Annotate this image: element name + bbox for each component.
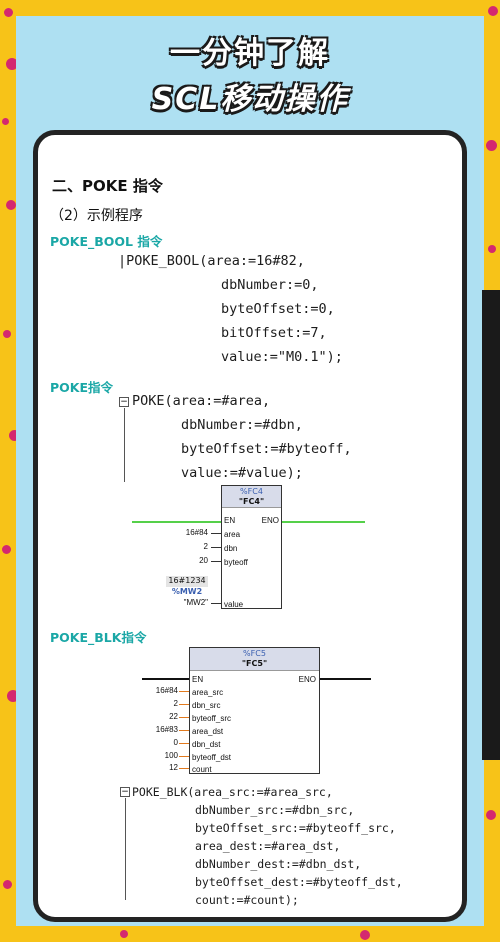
fc5-value: 16#83: [155, 725, 178, 734]
fc5-wire: [179, 730, 189, 731]
poke-label: POKE指令: [50, 380, 114, 395]
subheading: （2）示例程序: [50, 208, 143, 224]
fc5-wire: [179, 756, 189, 757]
poke-blk-code-line: dbNumber_src:=#dbn_src,: [195, 803, 355, 817]
decor-dot: [6, 58, 18, 70]
decor-dot: [488, 245, 496, 253]
fc4-value: "MW2": [183, 598, 208, 607]
poke-blk-code-line: POKE_BLK(area_src:=#area_src,: [132, 785, 333, 799]
fc4-pin: area: [224, 530, 241, 539]
poke-blk-label: POKE_BLK指令: [50, 630, 147, 645]
decor-dot: [3, 880, 12, 889]
power-rail-right: [281, 521, 365, 523]
content-card: 二、POKE 指令 （2）示例程序 POKE_BOOL 指令 |POKE_BOO…: [33, 130, 467, 922]
poke-bool-code-line: dbNumber:=0,: [221, 277, 319, 293]
decor-dot: [6, 200, 16, 210]
decor-dot: [488, 6, 498, 16]
fc4-eno-pin: ENO: [261, 516, 279, 525]
poke-code-line: POKE(area:=#area,: [132, 393, 271, 409]
power-rail-left: [132, 521, 222, 523]
poke-blk-code-line: dbNumber_dest:=#dbn_dst,: [195, 857, 362, 871]
poke-code-line: dbNumber:=#dbn,: [181, 417, 303, 433]
decor-dot: [360, 930, 370, 940]
fc5-instance: %FC5: [243, 649, 266, 658]
fc4-value: 2: [203, 542, 208, 551]
fc5-pin: byteoff_dst: [192, 753, 231, 762]
section-heading: 二、POKE 指令: [52, 177, 163, 195]
fc4-pin: value: [224, 600, 244, 609]
fc5-pin: dbn_dst: [192, 740, 221, 749]
fc5-wire: [179, 704, 189, 705]
decor-dot: [486, 140, 497, 151]
fc4-instance: %FC4: [240, 487, 263, 496]
fc5-value: 12: [169, 763, 178, 772]
title-line-2: SCL移动操作: [151, 82, 349, 117]
rail-left: [142, 678, 190, 680]
fc5-name: "FC5": [241, 659, 268, 668]
poke-code-line: value:=#value);: [181, 465, 303, 481]
fold-guide: [124, 408, 125, 482]
decor-dot: [2, 545, 11, 554]
title-line-1: 一分钟了解: [170, 36, 330, 71]
fold-guide: [125, 798, 126, 900]
fc5-wire: [179, 743, 189, 744]
decor-dot: [9, 430, 20, 441]
fc4-pin: byteoff: [224, 558, 248, 567]
fc4-wire: [211, 603, 221, 604]
fc5-pin: area_src: [192, 688, 224, 697]
fc4-monitor-value: 16#1234: [166, 576, 208, 587]
decor-dot: [486, 810, 496, 820]
poke-code-line: byteOffset:=#byteoff,: [181, 441, 352, 457]
decor-dot: [2, 118, 9, 125]
collapse-icon[interactable]: −: [120, 787, 130, 797]
fc5-value: 0: [173, 738, 178, 747]
fc4-name: "FC4": [238, 497, 265, 506]
fc5-value: 100: [164, 751, 178, 760]
fc5-value: 16#84: [155, 686, 178, 695]
fc4-en-pin: EN: [224, 516, 236, 525]
fc5-wire: [179, 691, 189, 692]
decor-dot: [4, 8, 13, 17]
poke-bool-label: POKE_BOOL 指令: [50, 234, 163, 249]
decor-dot: [120, 930, 128, 938]
fc5-pin: area_dst: [192, 727, 224, 736]
fc4-value-address: %MW2: [171, 587, 203, 596]
fc5-pin: dbn_src: [192, 701, 221, 710]
fc4-wire: [211, 547, 221, 548]
poke-bool-code-line: byteOffset:=0,: [221, 301, 335, 317]
poke-bool-code-line: value:="M0.1");: [221, 349, 343, 365]
fc4-wire: [211, 533, 221, 534]
fc5-wire: [179, 768, 189, 769]
fc5-wire: [179, 717, 189, 718]
poke-blk-code-line: byteOffset_dest:=#byteoff_dst,: [195, 875, 403, 889]
fc5-en-pin: EN: [192, 675, 204, 684]
poke-blk-code-line: byteOffset_src:=#byteoff_src,: [195, 821, 396, 835]
function-block-fc4[interactable]: %FC4 "FC4" EN ENO area dbn byteoff value: [221, 485, 282, 609]
fc4-value: 20: [199, 556, 208, 565]
collapse-icon[interactable]: −: [119, 397, 129, 407]
fc5-pin: byteoff_src: [192, 714, 231, 723]
fc5-eno-pin: ENO: [298, 675, 316, 684]
poke-bool-code-line: bitOffset:=7,: [221, 325, 327, 341]
side-photo-strip: [482, 290, 500, 760]
function-block-fc5[interactable]: %FC5 "FC5" EN ENO area_src dbn_src byteo…: [189, 647, 320, 774]
fc4-pin: dbn: [224, 544, 238, 553]
rail-right: [319, 678, 371, 680]
poke-blk-code-line: area_dest:=#area_dst,: [195, 839, 341, 853]
fc5-pin: count: [192, 765, 212, 774]
poke-bool-code-line: |POKE_BOOL(area:=16#82,: [118, 253, 305, 269]
fc4-wire: [211, 561, 221, 562]
decor-dot: [3, 330, 11, 338]
poke-blk-code-line: count:=#count);: [195, 893, 299, 907]
fc5-value: 2: [173, 699, 178, 708]
fc4-value: 16#84: [185, 528, 208, 537]
fc5-value: 22: [169, 712, 178, 721]
